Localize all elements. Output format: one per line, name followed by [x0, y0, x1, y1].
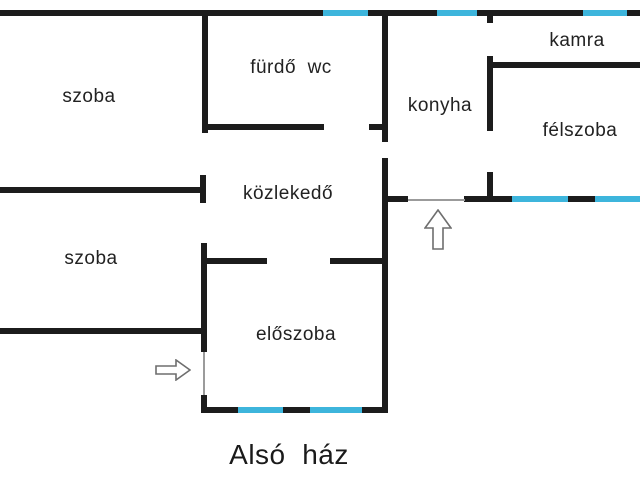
room-label-szoba-top: szoba	[62, 86, 116, 107]
door-opening-eloszoba-entrance	[203, 352, 205, 395]
room-label-szoba-bottom: szoba	[64, 248, 118, 269]
room-label-furdo-wc: fürdő wc	[250, 57, 332, 78]
window-furdo-top	[323, 10, 368, 16]
wall-furdo-bottom-left	[206, 124, 324, 130]
room-label-felszoba: félszoba	[542, 120, 618, 141]
wall-kozlekedo-endcap	[200, 175, 206, 203]
wall-felszoba-left-upper	[487, 56, 493, 131]
wall-kozlekedo-top-left	[0, 187, 206, 193]
floorplan-caption: Alsó ház	[229, 439, 349, 470]
room-label-kamra: kamra	[549, 30, 605, 51]
wall-kamra-felszoba-divider	[487, 62, 640, 68]
wall-top-exterior	[0, 10, 640, 16]
window-felszoba-bottom-1	[512, 196, 568, 202]
wall-furdo-konyha-divider	[382, 10, 388, 142]
wall-eloszoba-left-upper	[201, 243, 207, 352]
wall-szoba-bottom	[0, 328, 207, 334]
window-konyha-top	[437, 10, 477, 16]
wall-kamra-left-tick	[487, 10, 493, 23]
wall-felszoba-left-lower	[487, 172, 493, 202]
room-label-kozlekedo: közlekedő	[242, 183, 334, 204]
wall-eloszoba-right	[382, 158, 388, 413]
window-eloszoba-bottom-1	[238, 407, 283, 413]
window-felszoba-bottom-2	[595, 196, 640, 202]
room-label-eloszoba: előszoba	[255, 324, 337, 345]
wall-konyha-bottom-left	[382, 196, 408, 202]
wall-eloszoba-bottom	[201, 407, 388, 413]
entrance-arrow-right-icon	[155, 359, 191, 381]
wall-eloszoba-left-lower	[201, 395, 207, 413]
wall-eloszoba-top-left	[204, 258, 267, 264]
entrance-arrow-up-icon	[424, 209, 452, 250]
room-label-konyha: konyha	[407, 95, 473, 116]
window-eloszoba-bottom-2	[310, 407, 362, 413]
wall-konyha-bottom-right	[464, 196, 493, 202]
window-kamra-top	[583, 10, 627, 16]
door-opening-konyha-entrance	[408, 199, 465, 201]
wall-eloszoba-top-right	[330, 258, 388, 264]
wall-szoba-furdo-divider	[202, 10, 208, 133]
wall-furdo-bottom-right	[369, 124, 388, 130]
